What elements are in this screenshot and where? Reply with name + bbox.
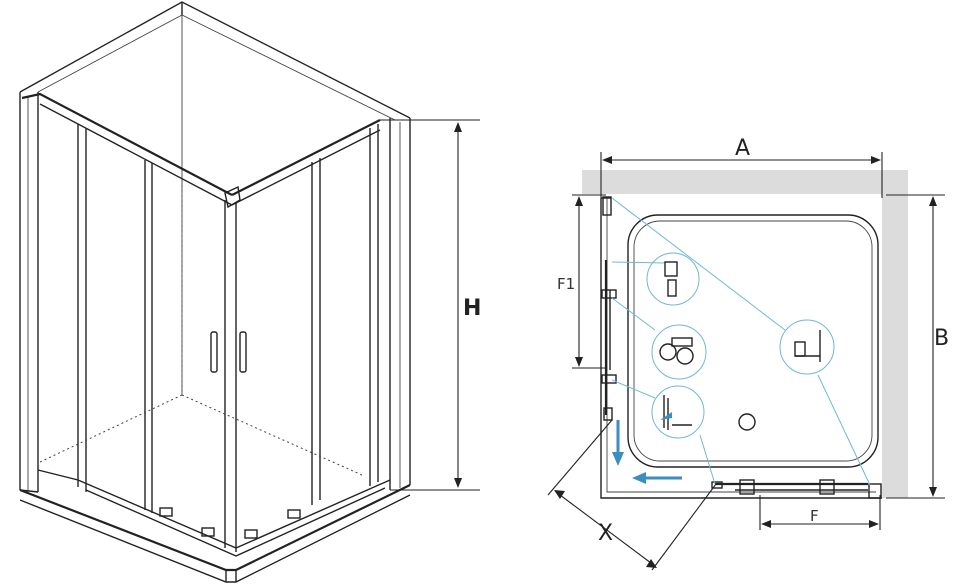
b-arrow-top-icon (929, 196, 937, 206)
x-arrow-bottom-icon (646, 559, 657, 568)
entry-x-label: X (598, 521, 613, 546)
bottom-roller-4-icon (287, 509, 301, 519)
side-roller-2-icon (601, 374, 617, 384)
plan-view: A B F1 (547, 136, 949, 571)
fixed-panel-f1-label: F1 (557, 275, 575, 293)
x-arrow-top-icon (554, 490, 565, 499)
x-dim-bottom-tick (651, 483, 717, 571)
corner-wall-profile (868, 483, 882, 499)
front-door-handle-icon (711, 481, 723, 489)
f1-arrow-top-icon (575, 196, 583, 206)
f-arrow-left-icon (761, 520, 771, 528)
wall-top-edge (19, 1, 411, 119)
depth-b-label: B (934, 326, 949, 351)
seal-detail-icon (651, 385, 705, 439)
top-profile-left (21, 92, 233, 196)
profile-detail-icon (646, 252, 700, 306)
tray-top-edge (37, 469, 391, 549)
left-door-handle-icon (210, 331, 218, 373)
drain-icon (738, 413, 756, 431)
corner-post-cap (224, 185, 241, 209)
f1-arrow-bottom-icon (575, 357, 583, 367)
b-arrow-bottom-icon (929, 487, 937, 497)
callout-line-1 (611, 261, 666, 264)
callout-line-5 (699, 434, 716, 485)
top-wall-shade (582, 170, 908, 194)
x-dim-top-tick (547, 419, 613, 496)
enclosure-outer-frame (600, 198, 882, 499)
bottom-roller-2-icon (201, 527, 215, 537)
front-roller-2-icon (819, 479, 835, 495)
right-door-handle-icon (239, 331, 247, 373)
a-arrow-right-icon (871, 156, 881, 164)
h-arrow-bottom-icon (454, 478, 462, 488)
isometric-enclosure-view: H (19, 1, 481, 583)
top-profile-left-lower (39, 103, 233, 206)
h-arrow-top-icon (454, 122, 462, 132)
callout-line-4b (817, 374, 871, 486)
enclosure-inner-frame (606, 198, 876, 493)
door-f-label: F (810, 507, 819, 525)
callout-line-3 (611, 379, 656, 399)
callout-line-2 (611, 297, 656, 331)
tray-outer-edge (19, 484, 411, 572)
height-label: H (463, 296, 481, 321)
side-door-handle-icon (603, 407, 613, 421)
side-slide-arrow-icon (612, 452, 624, 466)
f-arrow-right-icon (869, 520, 879, 528)
top-profile-right (231, 119, 381, 196)
tray-bottom-edge (19, 494, 411, 583)
width-a-label: A (735, 136, 750, 161)
side-roller-1-icon (601, 289, 617, 299)
shower-tray-outer (627, 214, 879, 468)
top-profile-right-lower (231, 129, 381, 206)
roller-detail-icon (651, 324, 707, 380)
right-wall-shade (882, 170, 908, 498)
top-wall-profile (602, 196, 612, 216)
corner-detail-icon (779, 319, 835, 375)
shower-tray-inner (633, 220, 873, 462)
bottom-roller-1-icon (159, 507, 173, 517)
a-arrow-left-icon (602, 156, 612, 164)
callout-line-4a (611, 197, 786, 331)
x-dim-line (555, 491, 656, 567)
tray-inner-edge (85, 487, 386, 557)
front-roller-1-icon (739, 479, 755, 495)
bottom-roller-3-icon (244, 529, 258, 539)
hidden-floor-right (181, 394, 363, 476)
hidden-floor-left (39, 394, 183, 463)
front-slide-arrow-icon (632, 472, 646, 484)
wall-inner-top-edge (37, 14, 396, 121)
